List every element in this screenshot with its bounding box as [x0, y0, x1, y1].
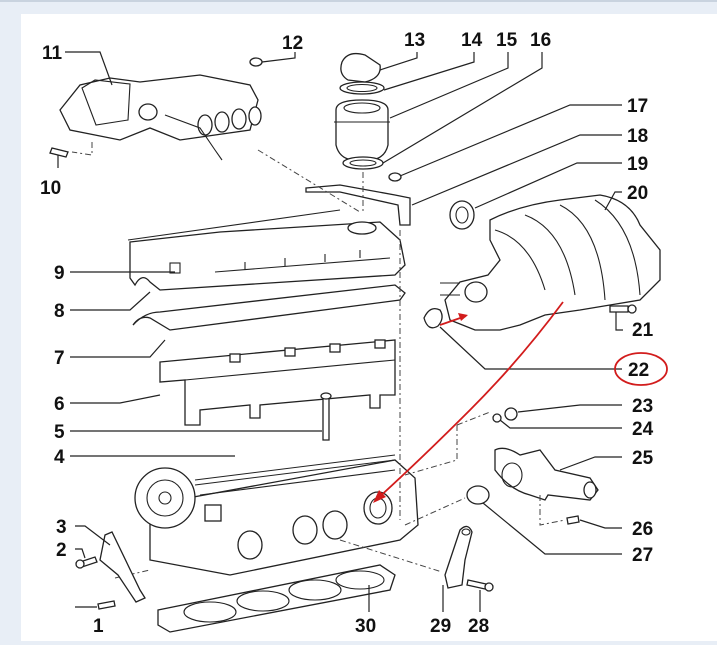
part-28-bolt	[466, 579, 494, 592]
part-17-nut	[388, 172, 402, 182]
callout-5: 5	[54, 422, 65, 443]
part-6-cam-carrier	[159, 339, 396, 426]
part-12-washer	[249, 57, 263, 67]
part-27-gasket	[466, 485, 490, 505]
part-25-coolant-outlet	[494, 447, 599, 501]
callout-15: 15	[496, 30, 518, 51]
part-11-intake-plenum	[59, 74, 262, 161]
red-annotation-highlight-22	[614, 352, 668, 386]
part-9-valve-cover	[127, 209, 406, 291]
part-1-bolt	[97, 600, 116, 610]
callout-8: 8	[54, 301, 65, 322]
callout-29: 29	[430, 616, 451, 637]
callout-4: 4	[54, 447, 65, 468]
leader-lines	[57, 51, 623, 612]
callout-2: 2	[56, 540, 67, 561]
callout-28: 28	[468, 616, 489, 637]
part-15-breather-housing	[334, 99, 390, 161]
part-14-seal-ring	[339, 81, 385, 95]
callout-25: 25	[632, 448, 654, 469]
callout-18: 18	[627, 126, 648, 147]
part-4-cylinder-head	[134, 454, 419, 576]
part-29-lifting-bracket	[444, 525, 473, 589]
callout-7: 7	[54, 348, 65, 369]
callout-22: 22	[628, 360, 649, 381]
callout-24: 24	[632, 419, 654, 440]
callout-11: 11	[42, 43, 63, 64]
red-arrow-long	[373, 301, 564, 503]
part-23-plug	[504, 407, 518, 421]
part-22-manifold-gasket	[423, 307, 443, 329]
callout-19: 19	[627, 154, 648, 175]
callout-30: 30	[355, 616, 376, 637]
callout-9: 9	[54, 263, 65, 284]
callout-27: 27	[632, 545, 653, 566]
part-21-bolt	[609, 304, 637, 314]
part-13-filler-cap	[340, 52, 381, 83]
callout-6: 6	[54, 394, 65, 415]
callout-16: 16	[530, 30, 551, 51]
callout-13: 13	[404, 30, 425, 51]
part-18-bracket	[305, 184, 411, 226]
callout-26: 26	[632, 519, 653, 540]
callout-10: 10	[40, 178, 61, 199]
window-top-border	[0, 0, 717, 2]
callout-17: 17	[627, 96, 648, 117]
part-8-cover-gasket	[132, 284, 406, 331]
part-20-intake-manifold	[440, 194, 661, 331]
part-16-seal-ring	[342, 156, 384, 170]
part-2-bolt	[75, 556, 98, 569]
part-10-bolt	[49, 147, 69, 158]
part-5-stud	[320, 392, 332, 441]
callout-20: 20	[627, 183, 648, 204]
part-3-bracket	[99, 531, 146, 603]
callout-23: 23	[632, 396, 653, 417]
part-26-sensor	[566, 515, 580, 525]
callout-labels: 1 2 3 4 5 6 7 8 9 10 11 12 13 14 15 16 1…	[40, 30, 654, 637]
callout-12: 12	[282, 33, 303, 54]
red-arrow-short	[439, 313, 468, 326]
part-30-head-gasket	[157, 564, 396, 633]
callout-1: 1	[93, 616, 104, 637]
callout-3: 3	[56, 517, 67, 538]
callout-14: 14	[461, 30, 483, 51]
callout-21: 21	[632, 320, 654, 341]
part-19-hose-coupling	[449, 200, 475, 230]
part-24-o-ring	[492, 413, 502, 423]
